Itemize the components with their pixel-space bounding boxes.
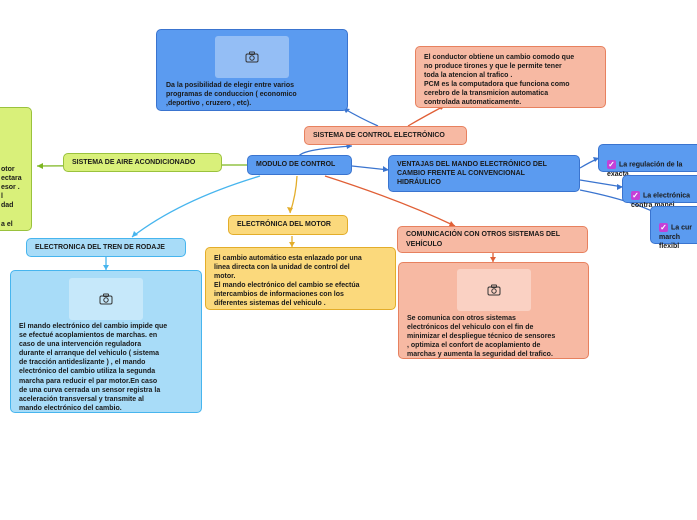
central-node[interactable]: MODULO DE CONTROL — [247, 155, 352, 175]
ventajas-node[interactable]: VENTAJAS DEL MANDO ELECTRÓNICO DEL CAMBI… — [388, 155, 580, 192]
ventaja-item-2-text: La electrónica contra manej — [631, 192, 691, 209]
image-placeholder[interactable] — [457, 269, 531, 311]
ventaja-item-2[interactable]: ✓La electrónica contra manej — [622, 175, 697, 209]
motor-node[interactable]: ELECTRÓNICA DEL MOTOR — [228, 215, 348, 235]
sistema-control-node[interactable]: SISTEMA DE CONTROL ELECTRÓNICO — [304, 126, 467, 145]
camera-icon — [245, 51, 259, 63]
checkbox-icon: ✓ — [631, 191, 640, 201]
control-note-node[interactable]: El conductor obtiene un cambio comodo qu… — [415, 46, 606, 108]
rodaje-node[interactable]: ELECTRONICA DEL TREN DE RODAJE — [26, 238, 186, 257]
camera-icon — [487, 284, 501, 296]
comunicacion-node[interactable]: COMUNICACIÓN CON OTROS SISTEMAS DEL VEHÍ… — [397, 226, 588, 253]
image-placeholder[interactable] — [69, 278, 143, 320]
aire-detail-node[interactable]: otor ectara esor . l dad a el — [0, 107, 32, 231]
rodaje-detail-text: El mando electrónico del cambio impide q… — [19, 323, 168, 412]
ventaja-item-1[interactable]: ✓La regulación de la exacta. — [598, 144, 697, 178]
ventaja-item-3-text: La cur march flexibl — [659, 224, 693, 250]
image-placeholder[interactable] — [215, 36, 289, 78]
checkbox-icon: ✓ — [659, 223, 668, 233]
ventaja-item-3[interactable]: ✓La cur march flexibl — [650, 206, 697, 250]
motor-detail-node[interactable]: El cambio automático esta enlazado por u… — [205, 247, 396, 310]
rodaje-detail-node[interactable]: El mando electrónico del cambio impide q… — [10, 270, 202, 413]
aire-node[interactable]: SISTEMA DE AIRE ACONDICIONADO — [63, 153, 222, 172]
comunicacion-detail-node[interactable]: Se comunica con otros sistemas electróni… — [398, 262, 589, 359]
camera-icon — [99, 293, 113, 305]
aire-detail-text: otor ectara esor . l dad a el — [1, 166, 22, 228]
checkbox-icon: ✓ — [607, 160, 616, 170]
control-description-text: Da la posibilidad de elegir entre varios… — [166, 82, 297, 108]
control-description-node[interactable]: Da la posibilidad de elegir entre varios… — [156, 29, 348, 111]
comunicacion-detail-text: Se comunica con otros sistemas electróni… — [407, 315, 556, 359]
ventaja-item-1-text: La regulación de la exacta. — [607, 161, 683, 178]
